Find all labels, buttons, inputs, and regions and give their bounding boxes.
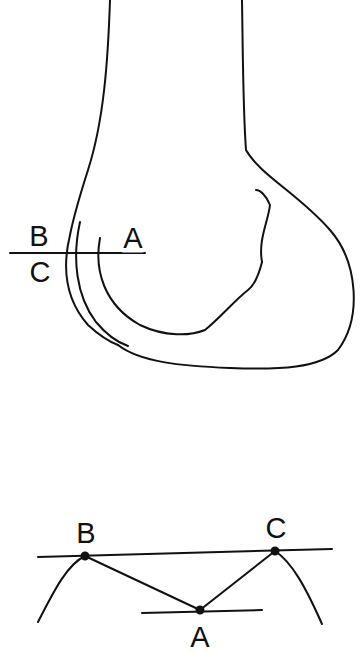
profile-lines: [85, 551, 275, 610]
shaft-outline: [70, 0, 110, 235]
profile-curve: [275, 551, 322, 624]
point-label: A: [189, 623, 210, 652]
point-label: A: [122, 224, 143, 253]
lateral-condyle-outline: [66, 235, 118, 345]
profile-curve: [38, 556, 85, 622]
notch-line: [256, 190, 270, 262]
point-label: C: [265, 514, 288, 543]
point-label: B: [75, 519, 96, 548]
point-label: C: [29, 258, 52, 287]
point-dot: [82, 553, 89, 560]
medial-condyle-outline: [76, 222, 128, 346]
point-label: B: [28, 222, 49, 251]
condyle-outline: [118, 0, 354, 369]
point-dot: [197, 607, 204, 614]
point-dot: [272, 548, 279, 555]
